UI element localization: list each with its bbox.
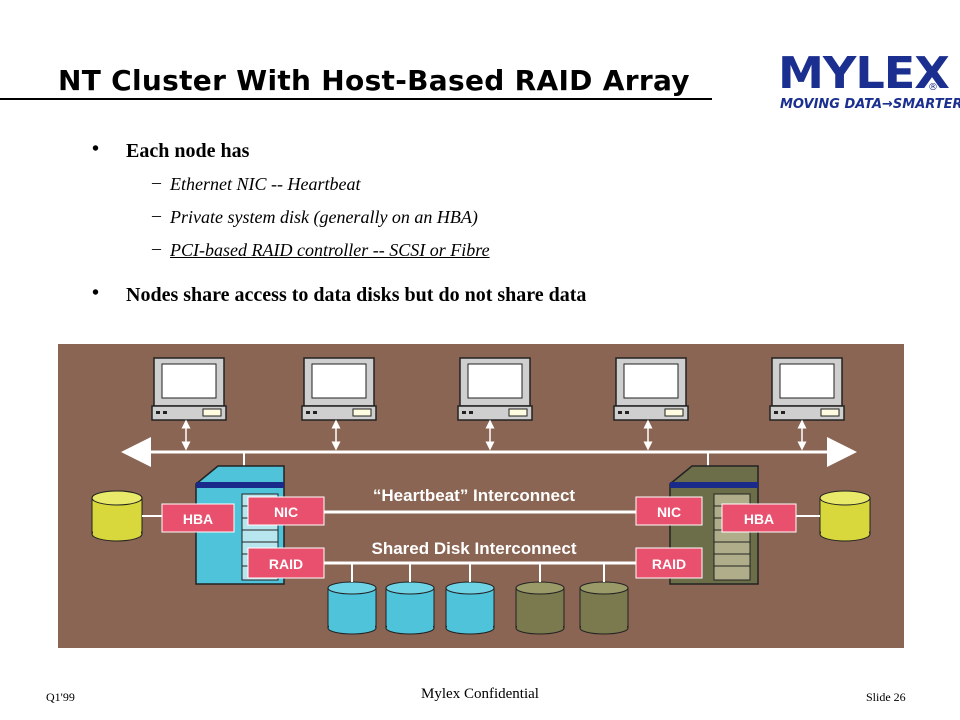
logo-wordmark: MYLEX [778, 48, 950, 99]
dash-3: – [152, 238, 161, 258]
dash-2: – [152, 205, 161, 225]
workstation-3 [457, 357, 533, 451]
footer-confidential: Mylex Confidential [421, 686, 539, 702]
mylex-logo: MYLEX ® MOVING DATA→SMARTER [778, 52, 960, 118]
left-hba-label: HBA [183, 511, 213, 527]
right-hba-label: HBA [744, 511, 774, 527]
workstation-5 [769, 357, 845, 451]
title-rule [0, 98, 712, 100]
left-nic-box: NIC [247, 496, 325, 526]
shared-disk-1 [327, 563, 377, 635]
left-raid-label: RAID [269, 556, 303, 572]
shared-disk-4 [515, 563, 565, 635]
subitem-ethernet-nic: Ethernet NIC -- Heartbeat [170, 174, 361, 194]
cluster-diagram: “Heartbeat” Interconnect Shared Disk Int… [58, 344, 904, 648]
logo-tagline: MOVING DATA→SMARTER [780, 97, 960, 112]
left-local-disk [91, 490, 162, 542]
shared-disk-5 [579, 563, 629, 635]
workstation-1 [151, 357, 227, 451]
bullet-1: Each node has [126, 140, 250, 162]
bullet-dot-1: • [92, 138, 100, 160]
right-hba-box: HBA [721, 503, 797, 533]
right-nic-box: NIC [635, 496, 703, 526]
bullet-2: Nodes share access to data disks but do … [126, 284, 587, 306]
left-nic-label: NIC [274, 504, 298, 520]
right-local-disk [796, 490, 871, 542]
shared-disk-2 [385, 563, 435, 635]
footer-slide-number: Slide 26 [866, 690, 906, 704]
footer-date: Q1'99 [46, 690, 75, 704]
left-raid-box: RAID [247, 547, 325, 579]
bullet-dot-2: • [92, 282, 100, 304]
heartbeat-label: “Heartbeat” Interconnect [373, 486, 575, 505]
diagram-svg: “Heartbeat” Interconnect Shared Disk Int… [91, 357, 871, 635]
shared-disk-3 [445, 563, 495, 635]
dash-1: – [152, 172, 161, 192]
workstation-2 [301, 357, 377, 451]
shared-disk-label: Shared Disk Interconnect [371, 539, 576, 558]
subitem-raid-controller: PCI-based RAID controller -- SCSI or Fib… [170, 240, 490, 260]
right-raid-label: RAID [652, 556, 686, 572]
left-hba-box: HBA [161, 503, 235, 533]
logo-registered-mark: ® [928, 82, 938, 93]
workstation-4 [613, 357, 689, 451]
right-raid-box: RAID [635, 547, 703, 579]
subitem-private-disk: Private system disk (generally on an HBA… [170, 207, 478, 227]
slide-title: NT Cluster With Host-Based RAID Array [58, 64, 690, 97]
right-nic-label: NIC [657, 504, 681, 520]
